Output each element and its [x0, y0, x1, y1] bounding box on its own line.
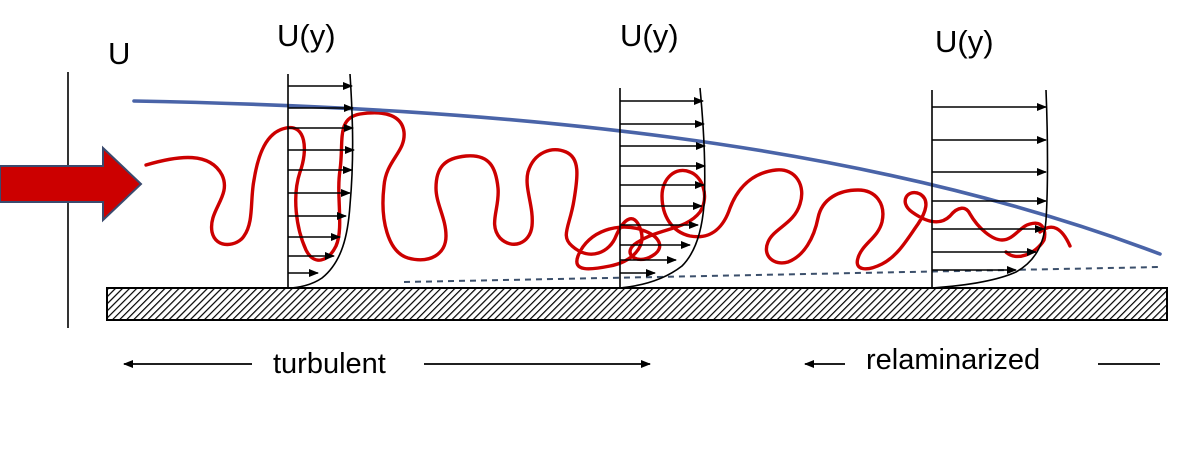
freestream-velocity-label: U — [108, 36, 131, 71]
velocity-profile-1-label: U(y) — [277, 18, 336, 53]
velocity-profile-2-label: U(y) — [620, 18, 679, 53]
relaminarized-region-label: relaminarized — [866, 344, 1041, 376]
turbulent-region-label: turbulent — [273, 348, 386, 380]
velocity-profile-3 — [931, 89, 1049, 289]
viscous-sublayer-dashed-line — [403, 266, 1161, 283]
wall-plate — [106, 287, 1168, 321]
inflow-arrow-icon — [0, 145, 143, 223]
turbulent-eddy-squiggle — [144, 111, 1047, 271]
boundary-layer-edge-curve — [132, 99, 1162, 256]
velocity-profile-1 — [287, 73, 355, 289]
velocity-profile-3-label: U(y) — [935, 24, 994, 59]
velocity-profile-2 — [619, 87, 706, 289]
